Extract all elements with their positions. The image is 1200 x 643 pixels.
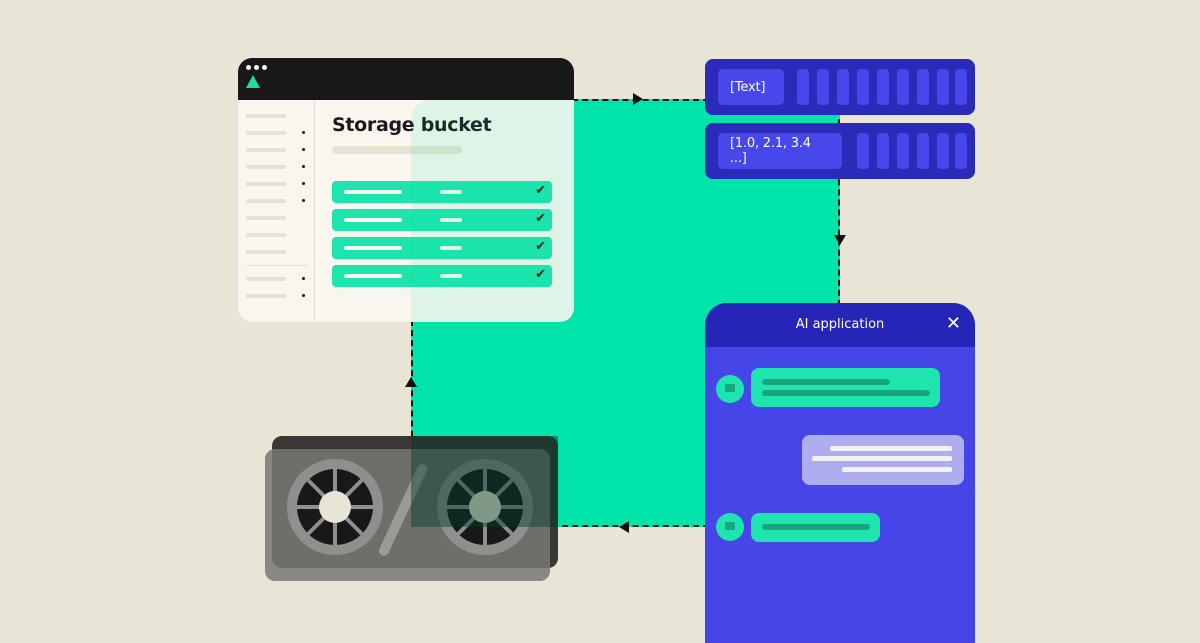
page-title: Storage bucket (332, 114, 492, 136)
file-row[interactable]: ✔ (332, 265, 552, 287)
chat-title: AI application (795, 317, 885, 332)
fan-icon (287, 459, 383, 555)
gpu-card (265, 449, 550, 581)
overlay-tint (411, 100, 574, 322)
bot-message (751, 368, 940, 407)
sidebar-item[interactable] (246, 216, 286, 220)
logo-triangle-icon (246, 75, 260, 88)
divider (246, 265, 308, 266)
check-icon: ✔ (535, 239, 546, 254)
check-icon: ✔ (535, 267, 546, 282)
arrow-down-icon (834, 235, 846, 245)
sidebar-item[interactable] (246, 250, 286, 254)
sidebar-item[interactable] (246, 277, 286, 281)
bullet (302, 277, 305, 280)
chat-bubble-icon (716, 513, 744, 541)
sidebar-item[interactable] (246, 294, 286, 298)
file-row[interactable]: ✔ (332, 209, 552, 231)
chat-bubble-icon (716, 375, 744, 403)
vector-embedding-panel: [1.0, 2.1, 3.4 ...] (705, 123, 975, 179)
text-token-panel: [Text] (705, 59, 975, 115)
file-row[interactable]: ✔ (332, 181, 552, 203)
bullet (302, 182, 305, 185)
arrow-right-icon (633, 93, 643, 105)
bullet (302, 199, 305, 202)
bullet (302, 294, 305, 297)
bullet (302, 165, 305, 168)
chat-header: AI application ✕ (705, 303, 975, 347)
sidebar-item[interactable] (246, 131, 286, 135)
ai-application-window: AI application ✕ (705, 303, 975, 643)
close-icon[interactable]: ✕ (945, 313, 961, 334)
fan-icon (437, 459, 533, 555)
user-message (802, 435, 964, 485)
subtitle-placeholder (332, 146, 462, 154)
overlay-tint (411, 436, 558, 527)
sidebar-item[interactable] (246, 114, 286, 118)
window-titlebar (238, 58, 574, 100)
storage-bucket-window: Storage bucket ✔ ✔ ✔ ✔ (238, 58, 574, 322)
check-icon: ✔ (535, 211, 546, 226)
sidebar (238, 100, 315, 322)
check-icon: ✔ (535, 183, 546, 198)
window-menu-dots-icon[interactable] (246, 65, 267, 70)
sidebar-item[interactable] (246, 148, 286, 152)
sidebar-item[interactable] (246, 165, 286, 169)
arrow-left-icon (619, 521, 629, 533)
bullet (302, 131, 305, 134)
bot-message (751, 513, 880, 542)
text-label: [Text] (718, 69, 784, 105)
arrow-up-icon (405, 377, 417, 387)
sidebar-item[interactable] (246, 233, 286, 237)
sidebar-item[interactable] (246, 182, 286, 186)
vector-label: [1.0, 2.1, 3.4 ...] (718, 133, 842, 169)
file-row[interactable]: ✔ (332, 237, 552, 259)
sidebar-item[interactable] (246, 199, 286, 203)
bullet (302, 148, 305, 151)
